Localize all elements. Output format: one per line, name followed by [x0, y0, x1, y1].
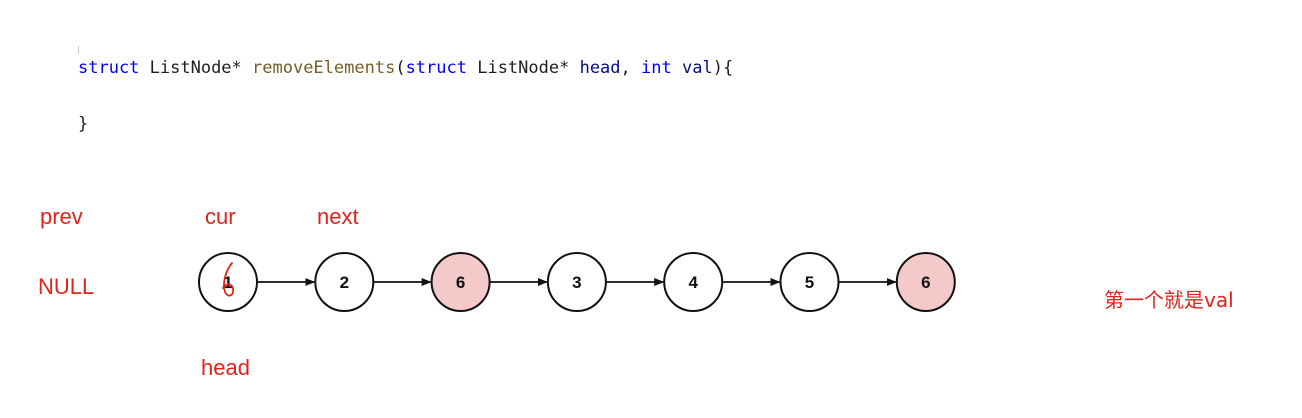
node-value: 3: [572, 273, 581, 292]
node-value: 6: [921, 273, 930, 292]
head-label: head: [201, 355, 250, 380]
null-label: NULL: [38, 274, 95, 299]
node-circle-highlighted: [895, 252, 956, 312]
node-circle: [663, 252, 724, 312]
param-comma: ,: [620, 58, 642, 78]
paren-close-brace: ){: [712, 58, 734, 78]
node-value: 2: [340, 273, 349, 292]
function-name: removeElements: [252, 58, 396, 78]
list-node: 6: [430, 252, 491, 312]
next-label: next: [317, 204, 359, 229]
handwritten-mark: [222, 262, 234, 297]
node-circle: [198, 252, 258, 312]
cur-label: cur: [205, 204, 236, 229]
list-node: 4: [663, 252, 724, 312]
type-listnode-param: ListNode*: [466, 58, 580, 78]
list-node: 5: [779, 252, 840, 312]
node-circle: [779, 252, 840, 312]
list-node: 3: [546, 252, 607, 312]
keyword-struct: struct: [78, 58, 140, 78]
node-value: 4: [688, 273, 698, 292]
type-listnode: ListNode*: [139, 58, 253, 78]
text-caret: [78, 46, 79, 54]
node-circle: [546, 252, 607, 312]
list-node: 2: [314, 252, 375, 312]
list-node: 6: [895, 252, 956, 312]
param-val: val: [681, 58, 713, 78]
node-value: 6: [456, 273, 465, 292]
node-value: 5: [805, 273, 814, 292]
prev-label: prev: [40, 204, 83, 229]
node-value: 1: [223, 273, 232, 292]
node-circle: [314, 252, 375, 312]
keyword-struct-param: struct: [405, 58, 467, 78]
node-circle-highlighted: [430, 252, 491, 312]
param-head: head: [579, 58, 621, 78]
function-signature: struct ListNode* removeElements(struct L…: [78, 58, 733, 78]
paren-open: (: [395, 58, 406, 78]
note-label: 第一个就是val: [1104, 288, 1234, 312]
list-node: 1: [198, 252, 258, 312]
keyword-int: int: [641, 58, 672, 78]
closing-brace: }: [78, 114, 89, 134]
